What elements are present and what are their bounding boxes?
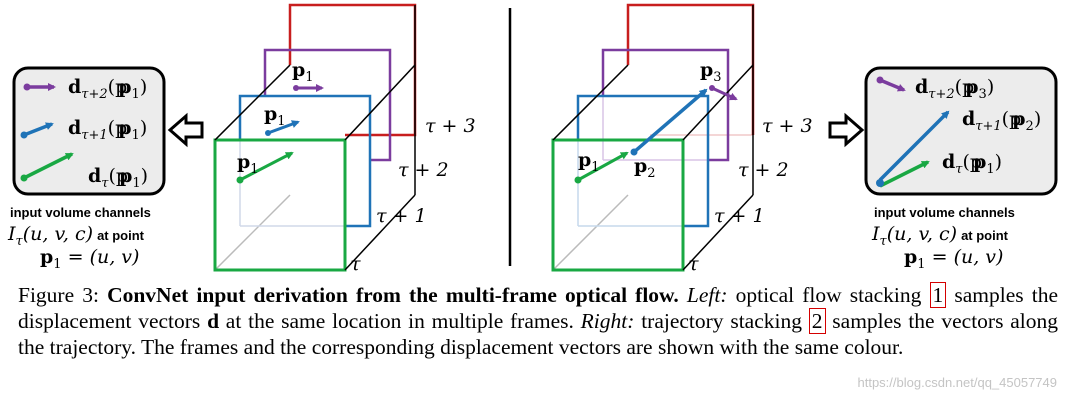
right-label-tau2: dτ+2(pp3)	[915, 76, 994, 102]
right-volume-formula: Iτ(u, v, c)at point	[871, 223, 1009, 249]
right-frame-label-tau3: τ + 3	[762, 115, 813, 137]
caption-ref-1[interactable]: 1	[929, 282, 947, 308]
right-point-label-p3: p3	[700, 59, 722, 85]
left-frame-stack: p1 p1 p1 τ + 3 τ + 2 τ + 1 τ	[213, 3, 476, 275]
right-frame-tau2	[601, 48, 730, 162]
left-point-label-tau1: p1	[264, 103, 286, 129]
figure-caption: Figure 3: ConvNet input derivation from …	[18, 282, 1058, 359]
left-vector-tau1	[23, 122, 54, 137]
right-frame-label-tau0: τ	[688, 253, 699, 275]
left-volume-formula: Iτ(u, v, c)at point	[7, 223, 145, 249]
right-stack-vector-tau2	[711, 86, 738, 101]
left-frame-label-tau0: τ	[350, 253, 361, 275]
left-frame-label-tau2: τ + 2	[398, 159, 449, 181]
figure-diagram: dτ+2(pp1) dτ+1(pp1) dτ(pp1) input volume…	[7, 3, 1058, 275]
left-volume-caption: input volume channels	[10, 205, 151, 220]
right-volume-point: p1 = (u, v)	[904, 246, 1003, 272]
right-stack-vector-tau1	[632, 88, 708, 154]
left-point-label-tau0: p1	[237, 151, 259, 177]
hollow-arrow-left-icon	[167, 112, 204, 148]
right-frame-tau1	[576, 94, 710, 228]
left-label-tau2: dτ+2(pp1)	[68, 76, 147, 102]
left-label-tau1: dτ+1(pp1)	[68, 117, 147, 143]
right-vector-tau2	[879, 78, 906, 92]
right-channel-box: dτ+2(pp3) dτ+1(pp2) dτ(pp1)	[864, 66, 1058, 196]
left-vector-tau0	[23, 152, 74, 180]
left-frame-tau2	[263, 48, 392, 162]
right-point-label-p2: p2	[634, 155, 656, 181]
left-stack-vector-tau1	[267, 120, 300, 135]
right-frame-label-tau1: τ + 1	[714, 205, 765, 227]
left-frame-label-tau1: τ + 1	[376, 205, 427, 227]
right-vector-tau0	[879, 160, 930, 188]
left-label-tau0: dτ(pp1)	[88, 165, 148, 191]
right-point-label-p1: p1	[578, 149, 600, 175]
right-label-tau0: dτ(pp1)	[942, 151, 1002, 177]
right-stack-vector-tau0	[577, 151, 629, 182]
hollow-arrow-right-icon	[828, 112, 865, 148]
watermark: https://blog.csdn.net/qq_45057749	[857, 375, 1058, 390]
right-frame-tau0	[551, 138, 685, 272]
right-frame-tau3	[626, 3, 755, 135]
left-volume-point: p1 = (u, v)	[40, 246, 139, 272]
caption-ref-2[interactable]: 2	[808, 308, 826, 334]
left-stack-vector-tau0	[239, 151, 294, 182]
right-volume-caption: input volume channels	[874, 205, 1015, 220]
right-label-tau1: dτ+1(pp2)	[962, 108, 1041, 134]
left-frame-label-tau3: τ + 3	[425, 115, 476, 137]
left-point-label-tau2: p1	[292, 59, 314, 85]
right-frame-label-tau2: τ + 2	[738, 159, 789, 181]
left-frame-tau0	[213, 138, 347, 272]
caption-right-label: Right:	[580, 309, 635, 333]
right-frame-stack: p3 p2 p1 τ + 3 τ + 2 τ + 1 τ	[551, 3, 813, 275]
right-vector-tau1	[878, 110, 950, 182]
caption-left-label: Left:	[686, 283, 728, 307]
caption-title: ConvNet input derivation from the multi-…	[107, 283, 679, 307]
caption-figure-label: Figure 3:	[18, 283, 99, 307]
left-frame-tau1	[238, 94, 372, 228]
left-channel-box: dτ+2(pp1) dτ+1(pp1) dτ(pp1)	[12, 66, 166, 196]
